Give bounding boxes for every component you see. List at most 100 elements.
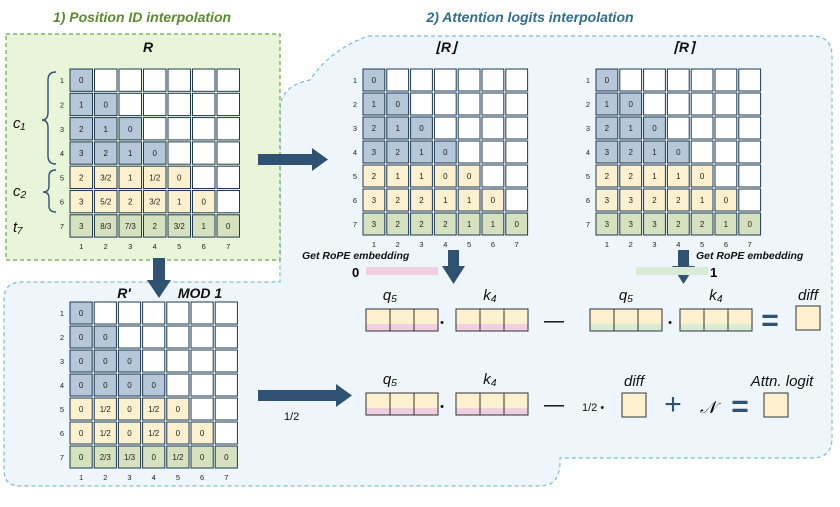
matrix-cell-value: 1 [128,149,133,158]
rope-label-right: Get RoPE embedding [696,250,804,262]
col-axis-tick: 1 [79,242,83,251]
matrix-cell-empty [738,188,762,212]
matrix-cell-value: 0 [443,172,448,181]
matrix-cell [595,116,619,140]
matrix-cell-value: 1/2 [100,429,112,438]
matrix-cell-value: 0 [79,453,84,462]
k4-vector-row2-rope-band [456,408,480,415]
row-axis-tick: 6 [60,198,64,207]
col-axis-tick: 4 [443,240,447,249]
col-axis-tick: 3 [128,242,132,251]
matrix-cell [619,116,643,140]
matrix-cell [410,188,433,212]
matrix-cell [167,190,191,214]
matrix-cell-value: 2 [700,220,705,229]
matrix-cell-value: 0 [224,453,229,462]
matrix-cell [69,92,93,117]
matrix-cell [714,188,738,212]
matrix-cell [93,421,117,445]
matrix-cell-empty [192,141,216,165]
matrix-cell-value: 0 [395,100,400,109]
matrix-cell-empty [143,68,167,92]
heading-attention-logits-interpolation: 2) Attention logits interpolation [425,9,633,25]
arrow-mod-to-equation [258,384,352,407]
rope-bar-right [636,267,708,275]
matrix-cell [143,190,167,214]
matrix-cell-value: 3 [79,198,84,207]
matrix-cell-empty [190,325,214,349]
matrix-cell [118,214,142,238]
matrix-cell [69,421,93,445]
col-axis-tick: 5 [176,473,180,482]
matrix-cell-empty [714,164,738,188]
matrix-cell [118,165,142,189]
matrix-cell [643,116,666,140]
matrix-cell [410,212,433,236]
eq1-vectors [365,308,753,332]
matrix-cell-empty [690,140,714,164]
matrix-cell-empty [216,117,240,141]
row-axis-tick: 7 [353,220,357,229]
matrix-cell-value: 1 [419,172,424,181]
matrix-cell-empty [118,92,142,117]
matrix-cell [595,188,619,212]
matrix-cell-empty [714,68,738,92]
q5-vector-rotated-rope-band [614,324,638,331]
matrix-cell [690,212,714,236]
matrix-cell [619,140,643,164]
matrix-cell [643,212,666,236]
matrix-cell [619,212,643,236]
matrix-cell-empty [433,116,457,140]
eq2-half-dot: 1/2 • [582,402,604,414]
matrix-cell-value: 0 [419,124,424,133]
matrix-cell-value: 2 [443,220,448,229]
matrix-cell-empty [166,325,190,349]
matrix-cell-value: 0 [176,405,181,414]
row-axis-tick: 5 [60,405,64,414]
matrix-cell-empty [166,349,190,373]
matrix-cell-value: 2 [372,124,377,133]
matrix-cell-empty [214,325,238,349]
matrix-cell [117,421,142,445]
matrix-cell [214,445,238,469]
matrix-cell-value: 3 [372,220,377,229]
matrix-cell-empty [167,117,191,141]
matrix-cell [457,164,481,188]
matrix-cell [619,164,643,188]
matrix-cell-value: 3/2 [174,222,186,231]
matrix-cell [143,214,167,238]
matrix-cell-empty [619,68,643,92]
row-axis-tick: 3 [60,125,64,134]
row-axis-tick: 5 [60,173,64,182]
matrix-cell-value: 1 [177,198,182,207]
matrix-cell [410,116,433,140]
matrix-cell-value: 3/2 [149,198,161,207]
matrix-cell [93,373,117,397]
rope-value-left: 0 [352,265,359,280]
matrix-cell [94,117,118,141]
matrix-cell [595,164,619,188]
matrix-cell-value: 3 [605,148,610,157]
matrix-cell-empty [433,68,457,92]
eq2-minus: — [544,394,564,416]
matrix-cell-value: 2 [652,196,657,205]
col-axis-tick: 1 [372,240,376,249]
matrix-cell [118,117,142,141]
matrix-cell [142,421,166,445]
col-axis-tick: 5 [700,240,704,249]
matrix-cell-value: 1 [395,124,400,133]
col-axis-tick: 2 [103,473,107,482]
matrix-cell-value: 0 [103,357,108,366]
matrix-cell [69,68,93,92]
matrix-cell-value: 0 [79,76,84,85]
matrix-cell-value: 1 [724,220,729,229]
matrix-cell-empty [167,141,191,165]
q5-vector-rope-band [390,324,414,331]
matrix-cell-empty [192,92,216,117]
matrix-cell-value: 1 [104,125,109,134]
matrix-cell [142,397,166,421]
eq2-plus: + [664,388,682,421]
matrix-cell-value: 0 [202,198,207,207]
